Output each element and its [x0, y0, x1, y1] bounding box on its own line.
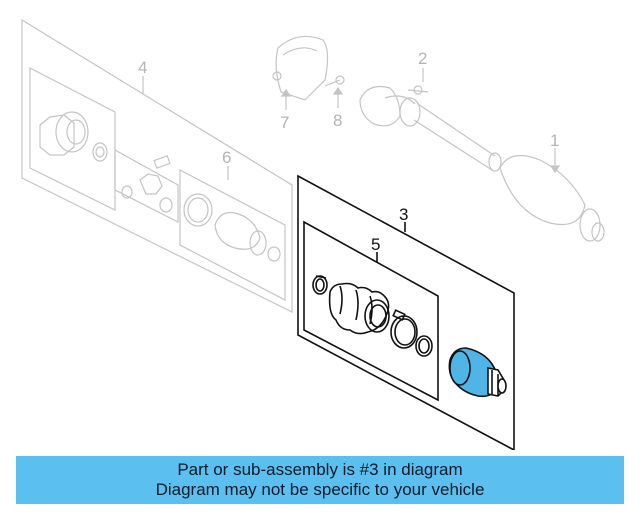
- callout-6[interactable]: 6: [222, 148, 231, 167]
- group-4-inner-left-panel: [29, 67, 116, 211]
- callout-2[interactable]: 2: [418, 49, 427, 68]
- group-6-outline: [179, 169, 286, 301]
- callout-1[interactable]: 1: [550, 131, 559, 150]
- bracket-part-7: [272, 35, 329, 110]
- callout-7[interactable]: 7: [280, 113, 289, 132]
- bolt-part-2: [407, 68, 429, 95]
- callout-3[interactable]: 3: [399, 205, 408, 224]
- parts-diagram: 4 6 7 8 2 1: [21, 18, 605, 450]
- banner-line-disclaimer: Diagram may not be specific to your vehi…: [155, 480, 485, 499]
- subassembly-5-outline: [303, 220, 439, 402]
- callout-4[interactable]: 4: [138, 58, 147, 77]
- bolt-part-8: [324, 75, 345, 108]
- boot-assembly-faded: [183, 193, 281, 262]
- faded-background-parts: [21, 18, 605, 313]
- circlip: [415, 335, 433, 357]
- small-clamp-ring: [312, 275, 328, 295]
- small-parts-middle: [121, 155, 173, 213]
- callout-8[interactable]: 8: [333, 111, 342, 130]
- group-4-inner-mid-panel: [114, 148, 179, 223]
- joint-assembly-left: [39, 111, 108, 162]
- info-banner: Part or sub-assembly is #3 in diagram Di…: [16, 456, 624, 504]
- banner-line-assembly: Part or sub-assembly is #3 in diagram: [177, 460, 463, 479]
- large-clamp: [390, 309, 418, 349]
- cv-boot: [328, 282, 390, 335]
- group-4-outline: [21, 18, 293, 313]
- assembly-3: [297, 174, 515, 450]
- cv-joint-highlighted[interactable]: [448, 347, 507, 398]
- assembly-3-outline: [297, 174, 515, 450]
- callout-5[interactable]: 5: [371, 235, 380, 254]
- drive-shaft-part-1: [359, 85, 605, 242]
